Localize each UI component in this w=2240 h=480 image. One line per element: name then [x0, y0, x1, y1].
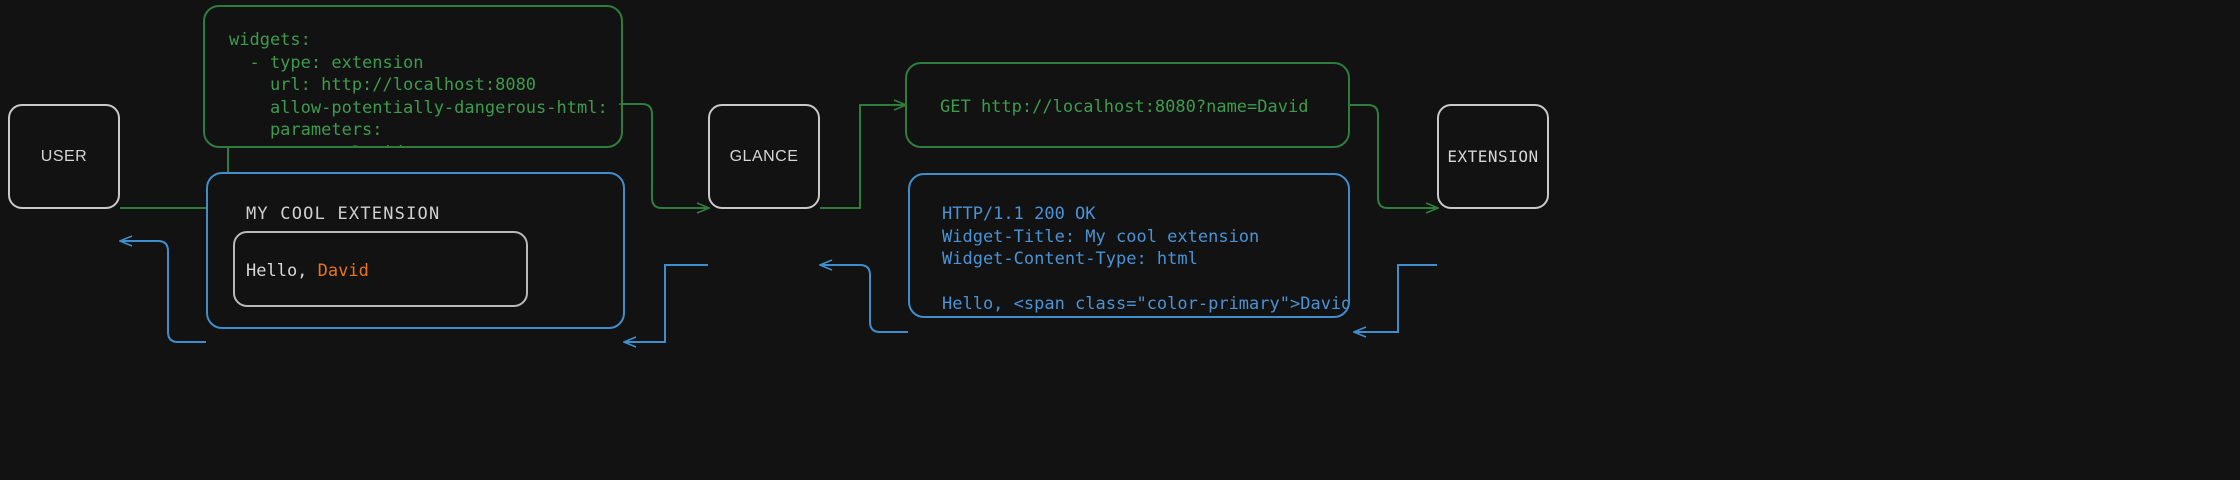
rendered-widget-greeting: Hello, David	[246, 261, 369, 281]
http-response-text: HTTP/1.1 200 OK Widget-Title: My cool ex…	[942, 204, 1350, 314]
edge-glance-to-request	[820, 105, 905, 209]
node-extension-label: EXTENSION	[1447, 147, 1539, 166]
greeting-prefix: Hello,	[246, 261, 318, 281]
http-response-box[interactable]: HTTP/1.1 200 OK Widget-Title: My cool ex…	[908, 173, 1350, 318]
edge-config-to-glance	[623, 103, 708, 208]
edge-widget-to-user	[121, 241, 206, 343]
node-user[interactable]: USER	[8, 104, 120, 209]
node-glance[interactable]: GLANCE	[708, 104, 820, 209]
rendered-widget-box[interactable]: MY COOL EXTENSION Hello, David	[206, 172, 625, 329]
node-user-label: USER	[40, 147, 88, 165]
edge-extension-to-response	[1355, 264, 1437, 332]
http-request-box[interactable]: GET http://localhost:8080?name=David	[905, 62, 1350, 148]
node-extension[interactable]: EXTENSION	[1437, 104, 1549, 209]
node-glance-label: GLANCE	[729, 147, 799, 165]
config-yaml-box[interactable]: widgets: - type: extension url: http://l…	[203, 5, 623, 148]
edge-request-to-extension	[1350, 104, 1437, 208]
config-yaml-text: widgets: - type: extension url: http://l…	[229, 30, 621, 146]
greeting-name: David	[317, 261, 369, 281]
http-request-text: GET http://localhost:8080?name=David	[940, 97, 1309, 117]
edge-glance-to-widget	[625, 264, 708, 342]
rendered-widget-title: MY COOL EXTENSION	[246, 204, 441, 224]
edge-response-to-glance	[821, 265, 908, 333]
rendered-widget-frame	[233, 231, 528, 307]
